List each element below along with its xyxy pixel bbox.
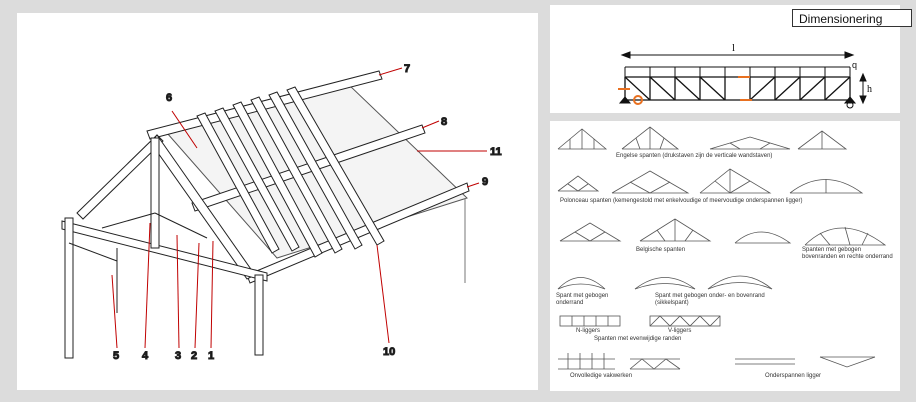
leader-2 — [194, 242, 200, 349]
polonceau-truss-row — [557, 168, 864, 194]
height-symbol: h — [867, 84, 872, 95]
roof-label-8: 8 — [441, 116, 447, 128]
truss-left-rafter — [76, 134, 164, 220]
wall-plate — [246, 182, 470, 284]
leader-4 — [144, 222, 151, 349]
rafter — [268, 91, 363, 250]
caption-curved-bottom: Spant met gebogen onderrand — [556, 293, 609, 306]
roof-label-7: 7 — [404, 63, 410, 75]
dimension-panel: Dimensionering l q — [550, 5, 912, 113]
caption-sickle: Spant met gebogen onder- en bovenrand (s… — [655, 293, 765, 306]
truss-types-panel: Engelse spanten (drukstaven zijn de vert… — [550, 121, 900, 391]
caption-n-girders: N-liggers — [576, 328, 601, 334]
roof-label-3: 3 — [175, 350, 181, 362]
roof-construction-drawing: 1 2 3 4 5 6 7 8 9 10 11 — [61, 63, 502, 363]
leader-7 — [378, 67, 403, 76]
roof-construction-panel: 1 2 3 4 5 6 7 8 9 10 11 — [17, 13, 538, 390]
caption-incomplete: Onvolledige vakwerken — [570, 373, 633, 379]
post-left — [64, 217, 74, 359]
leader-lines — [111, 67, 487, 349]
support-left — [618, 96, 632, 104]
roof-label-2: 2 — [191, 350, 197, 362]
roof-label-1: 1 — [208, 350, 214, 362]
caption-belgian: Belgische spanten — [636, 247, 686, 253]
roof-truss — [61, 134, 268, 359]
force-markers — [618, 76, 752, 105]
span-symbol: l — [732, 42, 735, 54]
strut-right — [154, 212, 208, 239]
caption-underslung: Onderspannen ligger — [765, 373, 822, 379]
strut-left — [101, 212, 156, 229]
rafter — [286, 86, 385, 246]
caption-english: Engelse spanten (drukstaven zijn de vert… — [616, 153, 773, 159]
rafter — [232, 101, 323, 258]
dimension-title: Dimensionering — [792, 9, 912, 27]
roof-label-5: 5 — [113, 350, 119, 362]
truss-types-drawing — [557, 126, 887, 370]
rafter — [214, 107, 300, 252]
rafter — [250, 96, 343, 254]
caption-curved-top: Spanten met gebogen bovenranden en recht… — [802, 247, 893, 260]
load-arrows — [624, 66, 851, 77]
leader-6 — [171, 110, 198, 149]
caption-v-girders: V-liggers — [668, 328, 692, 334]
roof-label-4: 4 — [142, 350, 149, 362]
caption-parallel: Spanten met evenwijdige randen — [594, 336, 682, 342]
caption-polonceau: Polonceau spanten (kemengestold met enke… — [560, 198, 803, 204]
middle-purlin — [191, 124, 426, 212]
parallel-girder-row — [559, 315, 721, 327]
support-right — [843, 96, 857, 104]
rafter — [196, 112, 280, 254]
belgian-truss-row — [559, 218, 887, 246]
roof-label-10: 10 — [383, 346, 395, 358]
king-post — [150, 137, 160, 249]
load-symbol: q — [852, 60, 857, 70]
curved-truss-row — [557, 275, 773, 290]
parallel-truss — [624, 76, 851, 101]
leader-10 — [376, 244, 390, 344]
roof-label-11: 11 — [490, 146, 502, 158]
roof-label-9: 9 — [482, 176, 488, 188]
roof-label-6: 6 — [166, 92, 172, 104]
span-arrow-right — [844, 51, 855, 59]
english-truss-row — [557, 126, 848, 150]
post-right — [254, 274, 264, 356]
leader-9 — [466, 182, 480, 188]
truss-dimension-diagram: l q — [618, 42, 872, 109]
roller-support — [846, 101, 854, 109]
leader-3 — [176, 234, 180, 349]
span-arrow-left — [620, 51, 631, 59]
leader-1 — [210, 240, 214, 349]
rafters — [196, 86, 385, 258]
brace-left — [68, 242, 118, 262]
leader-5 — [111, 274, 118, 349]
leader-8 — [421, 120, 440, 129]
incomplete-truss-row — [558, 353, 876, 370]
